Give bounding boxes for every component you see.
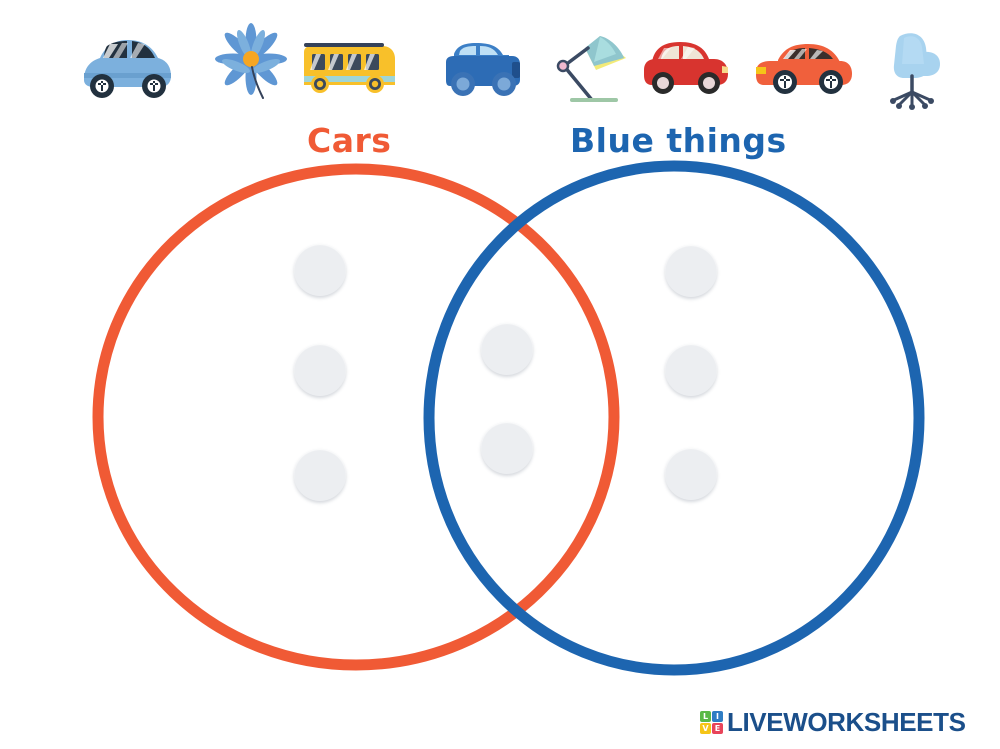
yellow-school-bus-icon[interactable] xyxy=(294,18,404,114)
draggable-items-strip xyxy=(0,18,1000,114)
desk-lamp-icon[interactable] xyxy=(530,18,640,114)
drop-slot-both-2[interactable] xyxy=(481,422,533,474)
liveworksheets-logo[interactable]: L I V E LIVEWORKSHEETS xyxy=(700,706,966,738)
logo-cell-v: V xyxy=(700,722,711,734)
logo-cell-i: I xyxy=(712,710,723,722)
blue-office-chair-icon[interactable] xyxy=(862,18,972,114)
venn-right-label: Blue things xyxy=(570,121,787,160)
venn-left-circle xyxy=(92,163,620,671)
blue-car-icon[interactable] xyxy=(428,18,538,114)
blue-beetle-car-icon[interactable] xyxy=(70,18,180,114)
red-car-icon[interactable] xyxy=(630,18,740,114)
liveworksheets-logo-mark: L I V E xyxy=(700,710,723,734)
drop-slot-cars-3[interactable] xyxy=(294,449,346,501)
drop-slot-cars-2[interactable] xyxy=(294,344,346,396)
logo-cell-l: L xyxy=(700,710,711,722)
venn-left-label: Cars xyxy=(307,121,392,160)
venn-right-circle xyxy=(423,160,925,676)
drop-slot-blue-3[interactable] xyxy=(665,448,717,500)
drop-slot-blue-2[interactable] xyxy=(665,344,717,396)
liveworksheets-wordmark: LIVEWORKSHEETS xyxy=(727,706,966,737)
orange-car-icon[interactable] xyxy=(748,18,858,114)
drop-slot-both-1[interactable] xyxy=(481,323,533,375)
blue-flower-icon[interactable] xyxy=(196,18,306,114)
drop-slot-blue-1[interactable] xyxy=(665,245,717,297)
logo-cell-e: E xyxy=(712,722,723,734)
drop-slot-cars-1[interactable] xyxy=(294,244,346,296)
